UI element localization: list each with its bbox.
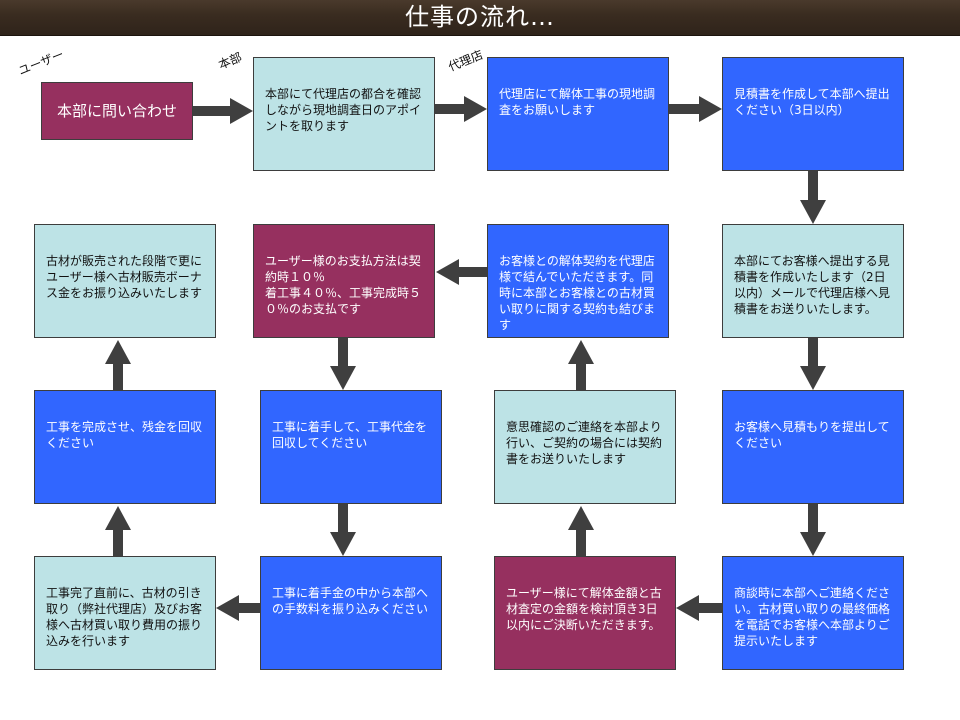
step-schedule-survey: 本部にて代理店の都合を確認しながら現地調査日のアポイントを取ります [253,57,435,171]
step-text: 見積書を作成して本部へ提出ください（3日以内） [734,87,890,117]
step-contact-hq: 本部に問い合わせ [41,82,193,140]
arrow-right [193,98,253,124]
arrow-right [669,96,722,122]
step-text: 古材が販売された段階で更にユーザー様へ古材販売ボーナス金をお振り込みいたします [46,254,203,300]
step-text: お客様との解体契約を代理店様で結んでいただきます。同時に本部とお客様との古材買い… [499,254,656,332]
step-text: ユーザー様にて解体金額と古材査定の金額を検討頂き3日以内にご決断いただきます。 [506,586,662,632]
arrow-down [330,504,356,556]
step-demolition-contract: お客様との解体契約を代理店様で結んでいただきます。同時に本部とお客様との古材買い… [487,224,669,338]
step-confirm-intent: 意思確認のご連絡を本部より行い、ご契約の場合には契約書をお送りいたします [494,390,676,504]
arrow-left [436,259,487,285]
step-material-pickup: 工事完了直前に、古材の引き取り（弊社代理店）及びお客様へ古材買い取り費用の振り込… [34,556,216,670]
page-title: 仕事の流れ… [405,3,555,31]
arrow-right [435,96,487,122]
arrow-up [105,506,131,556]
step-bonus-payment: 古材が販売された段階で更にユーザー様へ古材販売ボーナス金をお振り込みいたします [34,224,216,338]
step-site-survey: 代理店にて解体工事の現地調査をお願いします [487,57,669,171]
step-text: 代理店にて解体工事の現地調査をお願いします [499,87,656,117]
step-text: 工事を完成させ、残金を回収ください [46,420,203,450]
step-text: ユーザー様のお支払方法は契約時１０％ 着工事４０％、工事完成時５０％のお支払です [265,254,422,316]
arrow-up [568,340,594,390]
step-submit-estimate: 見積書を作成して本部へ提出ください（3日以内） [722,57,904,171]
arrow-up [568,506,594,556]
step-text: 工事に着手金の中から本部への手数料を振り込みください [272,586,429,616]
step-complete-collect: 工事を完成させ、残金を回収ください [34,390,216,504]
step-payment-terms: ユーザー様のお支払方法は契約時１０％ 着工事４０％、工事完成時５０％のお支払です [253,224,435,338]
step-start-construction: 工事に着手して、工事代金を回収してください [260,390,442,504]
step-present-estimate: お客様へ見積もりを提出してください [722,390,904,504]
arrow-down [800,171,826,224]
step-text: お客様へ見積もりを提出してください [734,420,890,450]
step-text: 本部にて代理店の都合を確認しながら現地調査日のアポイントを取ります [265,87,422,133]
title-bar: 仕事の流れ… [0,0,960,36]
step-text: 本部に問い合わせ [56,102,177,120]
arrow-down [800,504,826,556]
step-text: 工事に着手して、工事代金を回収してください [272,420,428,450]
step-fee-transfer: 工事に着手金の中から本部への手数料を振り込みください [260,556,442,670]
arrow-left [676,595,722,621]
arrow-left [216,595,260,621]
step-hq-estimate: 本部にてお客様へ提出する見積書を作成いたします（2日以内）メールで代理店様へ見積… [722,224,904,338]
arrow-up [105,340,131,390]
arrow-down [800,338,826,390]
step-text: 本部にてお客様へ提出する見積書を作成いたします（2日以内）メールで代理店様へ見積… [734,254,891,316]
step-user-decision: ユーザー様にて解体金額と古材査定の金額を検討頂き3日以内にご決断いただきます。 [494,556,676,670]
arrow-down [330,338,356,390]
step-text: 工事完了直前に、古材の引き取り（弊社代理店）及びお客様へ古材買い取り費用の振り込… [46,586,203,648]
step-text: 意思確認のご連絡を本部より行い、ご契約の場合には契約書をお送りいたします [506,420,663,466]
step-text: 商談時に本部へご連絡ください。古材買い取りの最終価格を電話でお客様へ本部よりご提… [734,586,891,648]
step-negotiation: 商談時に本部へご連絡ください。古材買い取りの最終価格を電話でお客様へ本部よりご提… [722,556,904,670]
